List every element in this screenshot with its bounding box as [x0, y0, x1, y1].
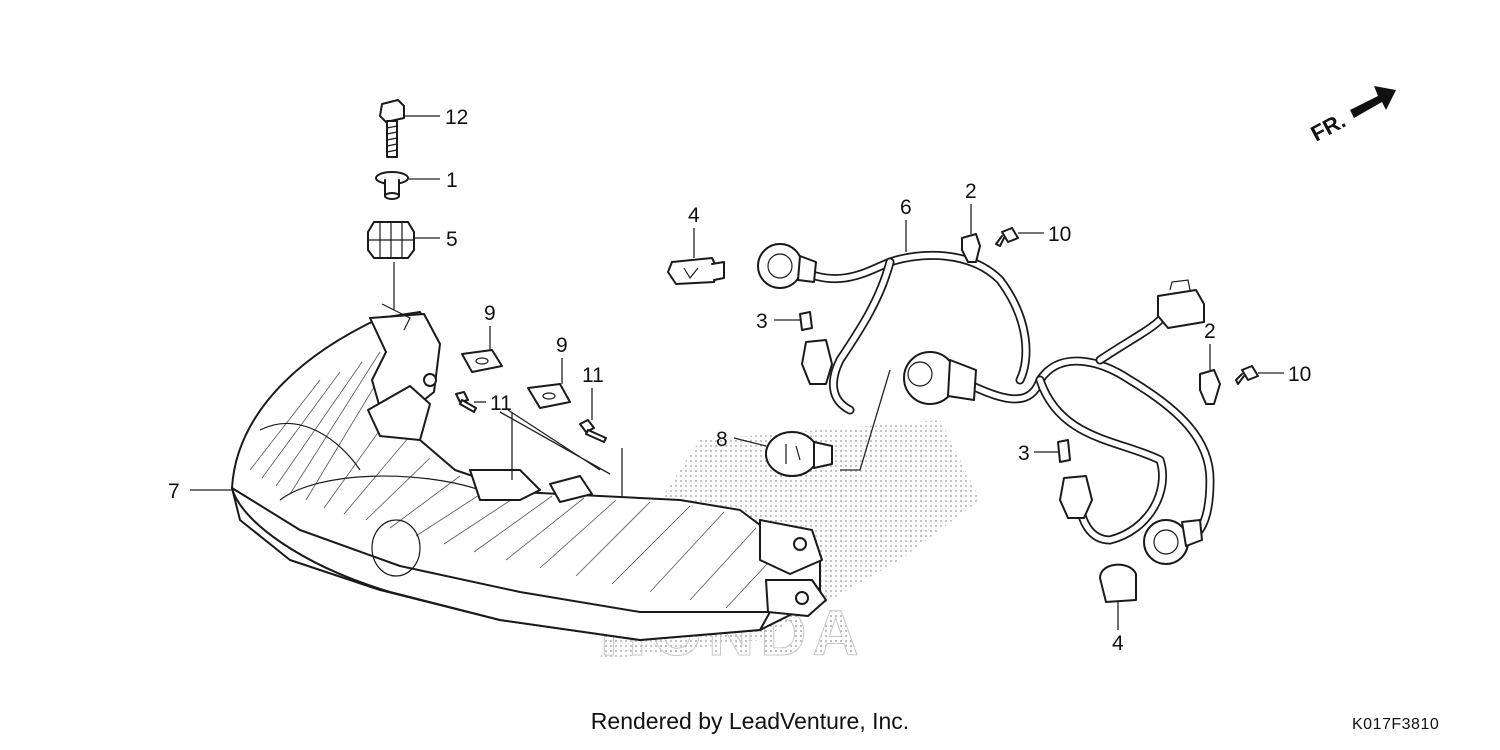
callout-7[interactable]: 7 [168, 480, 232, 503]
callout-label: 5 [446, 228, 458, 251]
socket-bottom-right [1143, 519, 1203, 565]
callout-3b[interactable]: 3 [1018, 442, 1058, 465]
callout-4b[interactable]: 4 [1112, 602, 1124, 655]
callout-9a[interactable]: 9 [484, 302, 496, 350]
bulb-8 [765, 431, 833, 477]
callout-11a[interactable]: 11 [474, 392, 512, 415]
callout-10b[interactable]: 10 [1258, 363, 1311, 386]
callout-label: 6 [900, 196, 912, 219]
callout-label: 4 [688, 204, 700, 227]
wedge-bulb-3a [799, 311, 813, 331]
callout-label: 2 [1204, 320, 1216, 343]
collar-1 [375, 171, 409, 200]
callout-3a[interactable]: 3 [756, 310, 800, 333]
screw-11a [455, 391, 477, 413]
callout-6[interactable]: 6 [900, 196, 912, 252]
diagram-code: K017F3810 [1352, 716, 1440, 733]
callout-label: 7 [168, 480, 180, 503]
taillight-lens-7 [231, 262, 827, 641]
callout-2a[interactable]: 2 [965, 180, 977, 234]
callout-9b[interactable]: 9 [556, 334, 568, 384]
callout-label: 1 [446, 169, 458, 192]
render-credit: Rendered by LeadVenture, Inc. [590, 708, 910, 734]
callout-2b[interactable]: 2 [1204, 320, 1216, 370]
wedge-bulb-3b [1057, 439, 1071, 463]
callout-10a[interactable]: 10 [1018, 223, 1071, 246]
callout-label: 9 [556, 334, 568, 357]
callout-label: 2 [965, 180, 977, 203]
small-socket-b [1059, 475, 1093, 519]
front-direction-label: FR. [1307, 108, 1350, 147]
taillight-assembly [231, 99, 827, 641]
callout-label: 3 [1018, 442, 1030, 465]
wiring-harness-6 [757, 243, 1215, 565]
front-arrow-icon [1350, 86, 1396, 118]
callout-label: 12 [445, 106, 468, 129]
holder-2b [1199, 369, 1221, 405]
screw-10b [1235, 365, 1259, 385]
socket-top [757, 243, 817, 289]
callout-label: 10 [1048, 223, 1071, 246]
callout-label: 10 [1288, 363, 1311, 386]
callout-label: 3 [756, 310, 768, 333]
callout-label: 11 [582, 364, 604, 387]
clip-nut-9a [461, 349, 503, 373]
callout-11b[interactable]: 11 [582, 364, 604, 420]
grommet-5 [367, 221, 415, 259]
socket-center [903, 351, 977, 405]
callout-8[interactable]: 8 [716, 428, 767, 451]
wedge-bulb-4a [667, 257, 725, 285]
wedge-bulb-4b [1099, 563, 1137, 603]
front-direction-indicator: FR. [1307, 86, 1396, 146]
callout-label: 8 [716, 428, 728, 451]
callout-12[interactable]: 12 [404, 106, 468, 129]
callout-4a[interactable]: 4 [688, 204, 700, 258]
callout-1[interactable]: 1 [408, 169, 458, 192]
small-socket-a [801, 339, 833, 385]
bolt-12 [379, 99, 405, 158]
holder-2a [961, 233, 981, 263]
screw-11b [579, 419, 607, 443]
callout-label: 11 [490, 392, 512, 415]
screw-10a [995, 227, 1019, 247]
callout-label: 9 [484, 302, 496, 325]
callout-5[interactable]: 5 [414, 228, 458, 251]
callout-label: 4 [1112, 632, 1124, 655]
clip-nut-9b [527, 383, 571, 409]
